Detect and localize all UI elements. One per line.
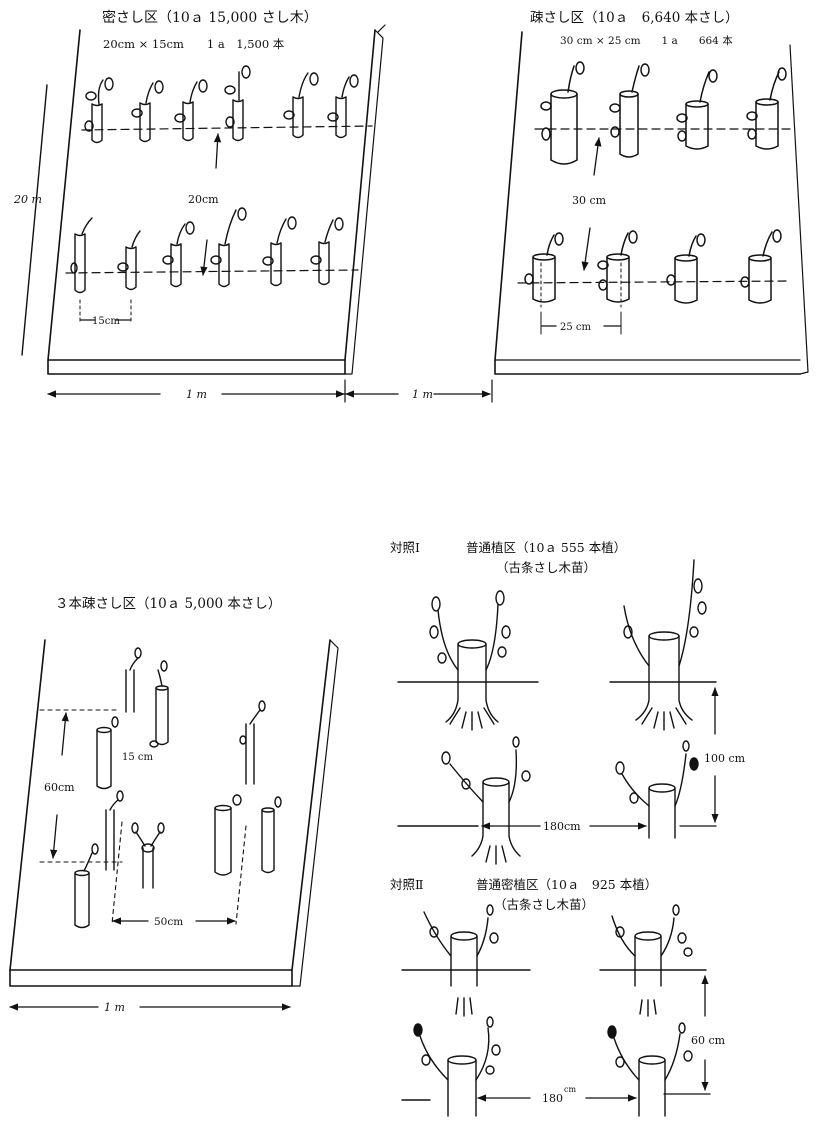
sparse-cutting [541, 62, 584, 164]
dense-cutting [225, 66, 250, 141]
gap-between-beds-dimension: 1 m [346, 380, 492, 402]
control2-label: 対照Ⅱ [390, 877, 424, 892]
control1-subtitle: （古条さし木苗） [496, 560, 596, 575]
sparse-row-gap-label: 30 cm [572, 194, 607, 207]
triple-cutting [240, 701, 265, 784]
sparse-bed [495, 32, 808, 374]
triple-cutting [106, 791, 123, 870]
dense-plant-gap-dimension: 15cm [80, 300, 131, 327]
dense-cutting [284, 73, 318, 138]
dense-title: 密さし区（10ａ 15,000 さし木） [102, 9, 318, 26]
sparse-cutting [677, 70, 717, 149]
dense-cutting [118, 231, 140, 290]
triple-cluster-upper [97, 648, 168, 789]
triple-cutting [150, 661, 168, 747]
triple-width-dimension: 1 m [10, 1001, 290, 1014]
triple-group-gap-label: 50cm [154, 916, 183, 928]
triple-cutting [126, 648, 141, 712]
panel-control-2: 対照Ⅱ 普通密植区（10ａ 925 本植） （古条さし木苗） [390, 877, 726, 1116]
control2-row-gap-label: 60 cm [691, 1034, 726, 1047]
control2-subtitle: （古条さし木苗） [494, 897, 594, 912]
sparse-cutting [525, 233, 563, 307]
dense-cutting [163, 222, 194, 287]
triple-cutting [215, 795, 241, 875]
control2-plant-gap-unit: cm [564, 1085, 576, 1094]
control1-seedling [442, 737, 530, 864]
control1-label: 対照Ⅰ [390, 540, 420, 555]
control2-plant-gap-label: 180 [542, 1092, 563, 1105]
triple-cluster-gap-label: 15 cm [122, 752, 154, 763]
control2-plant-gap-dimension: 180 cm [478, 1085, 636, 1105]
triple-cluster-left [75, 791, 164, 928]
control1-ground-lines [398, 682, 716, 826]
sparse-cutting [741, 230, 781, 303]
sparse-title: 疎さし区（10ａ 6,640 本さし） [530, 10, 739, 26]
triple-bed [10, 640, 338, 986]
dense-cutting [132, 81, 163, 142]
sparse-cutting [598, 231, 637, 307]
control1-row-gap-label: 100 cm [704, 752, 746, 765]
panel-triple: ３本疎さし区（10ａ 5,000 本さし） 60cm [10, 596, 338, 1014]
control2-title: 普通密植区（10ａ 925 本植） [476, 877, 657, 892]
dense-cutting [175, 80, 207, 141]
dense-cutting-row-2 [66, 208, 358, 293]
dense-width-dimension: 1 m [48, 380, 345, 402]
control1-seedling [624, 560, 706, 730]
control2-seedling [424, 905, 498, 1016]
panel-sparse: 疎さし区（10ａ 6,640 本さし） 30 cm × 25 cm 1 a 66… [495, 10, 808, 374]
control2-seedling [612, 905, 692, 1016]
sparse-plant-gap-dimension: 25 cm [541, 312, 621, 334]
control1-title: 普通植区（10ａ 555 本植） [466, 540, 626, 555]
triple-cutting [97, 717, 118, 789]
control1-seedling [616, 741, 698, 838]
sparse-cutting-row-2 [518, 230, 790, 307]
control1-plant-gap-label: 180cm [543, 820, 581, 833]
panel-control-1: 対照Ⅰ 普通植区（10ａ 555 本植） （古条さし木苗） [390, 540, 746, 864]
control2-seedling [608, 1023, 692, 1116]
dense-cutting [263, 217, 296, 286]
dense-cutting [85, 78, 113, 143]
dense-row-gap-dimension: 20cm [188, 134, 219, 275]
triple-cutting [75, 844, 98, 928]
control2-seedling [414, 1017, 500, 1116]
triple-width-label: 1 m [104, 1001, 125, 1014]
dense-cutting [71, 218, 92, 293]
control1-seedling [430, 591, 510, 730]
dense-cutting [211, 208, 246, 287]
control2-row-gap-dimension: 60 cm [664, 976, 726, 1094]
panel-dense: 密さし区（10ａ 15,000 さし木） 20cm × 15cm 1 a 1,5… [13, 9, 492, 402]
triple-cutting [132, 823, 164, 888]
control1-row-gap-dimension: 100 cm [680, 688, 746, 826]
gap-between-beds-label: 1 m [412, 388, 433, 401]
sparse-cutting-row-1 [535, 62, 790, 164]
dense-cutting-row-1 [82, 66, 372, 143]
dense-plant-gap-label: 15cm [92, 316, 120, 327]
sparse-cutting [747, 68, 786, 149]
triple-cluster-right [215, 701, 281, 875]
triple-title: ３本疎さし区（10ａ 5,000 本さし） [55, 596, 281, 612]
dense-row-gap-label: 20cm [188, 193, 219, 206]
dense-cutting [328, 75, 358, 138]
triple-cluster-gap-label-group: 15 cm [122, 752, 154, 763]
dense-side-dimension: 20 m [13, 85, 47, 355]
dense-side-length: 20 m [13, 193, 42, 206]
dense-width-label: 1 m [186, 388, 207, 401]
control1-plant-gap-dimension: 180cm [482, 820, 646, 833]
triple-cutting [262, 797, 281, 873]
dense-spec: 20cm × 15cm 1 a 1,500 本 [103, 37, 285, 51]
triple-row-gap-label: 60cm [44, 781, 75, 794]
sparse-cutting [610, 64, 649, 157]
sparse-cutting [667, 234, 705, 303]
sparse-plant-gap-label: 25 cm [560, 322, 592, 333]
triple-row-gap-dimension: 60cm [40, 710, 122, 862]
sparse-spec: 30 cm × 25 cm 1 a 664 本 [560, 34, 733, 47]
dense-cutting [311, 218, 343, 285]
